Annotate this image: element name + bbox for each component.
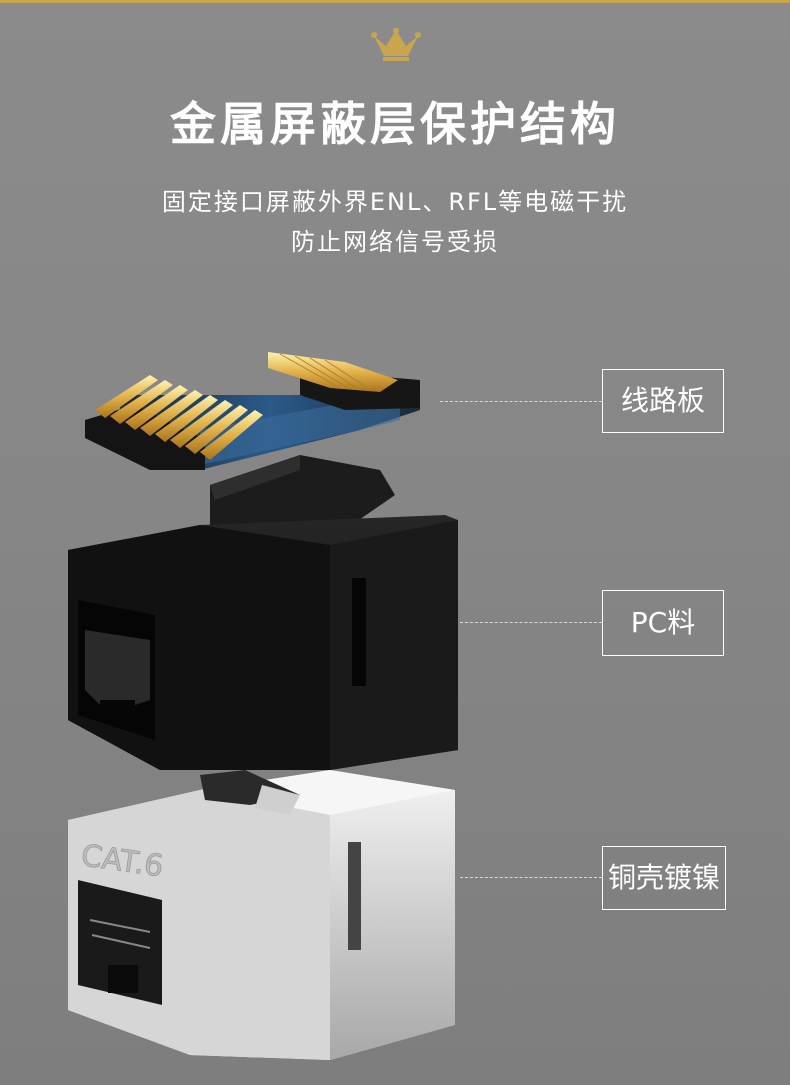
leader-line-circuit-board (440, 401, 602, 402)
pc-plastic-body (68, 455, 458, 770)
page-title: 金属屏蔽层保护结构 (170, 97, 620, 151)
subtitle-line-1: 固定接口屏蔽外界ENL、RFL等电磁干扰 (161, 188, 629, 216)
nickel-plated-copper-shell: CAT.6 (68, 770, 455, 1060)
crown-icon (371, 28, 421, 61)
circuit-board (85, 352, 420, 470)
callout-circuit-board: 线路板 (602, 369, 724, 433)
leader-line-pc-material (460, 622, 602, 623)
top-accent-line (0, 0, 790, 3)
leader-line-copper-shell (460, 877, 602, 878)
subtitle-line-2: 防止网络信号受损 (291, 228, 499, 256)
callout-pc-material: PC料 (602, 590, 724, 656)
callout-copper-shell: 铜壳镀镍 (602, 846, 726, 910)
